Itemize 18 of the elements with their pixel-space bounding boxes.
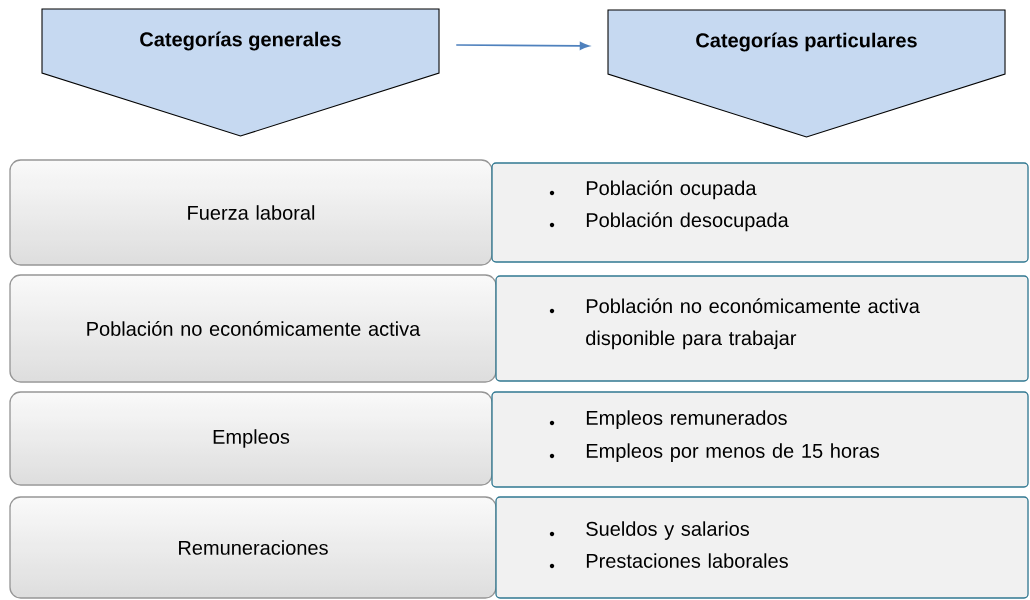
detail-box xyxy=(491,391,1029,488)
category-box: Remuneraciones xyxy=(9,496,497,599)
detail-box xyxy=(495,275,1029,382)
list-item: Población desocupada xyxy=(586,212,789,232)
list-item: Población no económicamente activa disponible para trabajar xyxy=(586,298,920,350)
category-box: Empleos xyxy=(9,391,493,486)
category-box: Población no económicamente activa xyxy=(9,274,497,383)
list-item: Empleos por menos de 15 horas xyxy=(586,443,880,462)
list-item: Empleos remunerados xyxy=(586,410,787,429)
list-item: Sueldos y salarios xyxy=(586,521,749,540)
category-box: Fuerza laboral xyxy=(9,159,493,266)
chevron-box: Categorías particulares xyxy=(607,9,1006,138)
detail-box xyxy=(491,162,1029,263)
chevron-box: Categorías generales xyxy=(41,8,440,137)
detail-box xyxy=(495,496,1029,599)
arrow xyxy=(455,41,590,50)
list-item: Prestaciones laborales xyxy=(586,553,788,568)
list-item: Población ocupada xyxy=(586,180,757,200)
